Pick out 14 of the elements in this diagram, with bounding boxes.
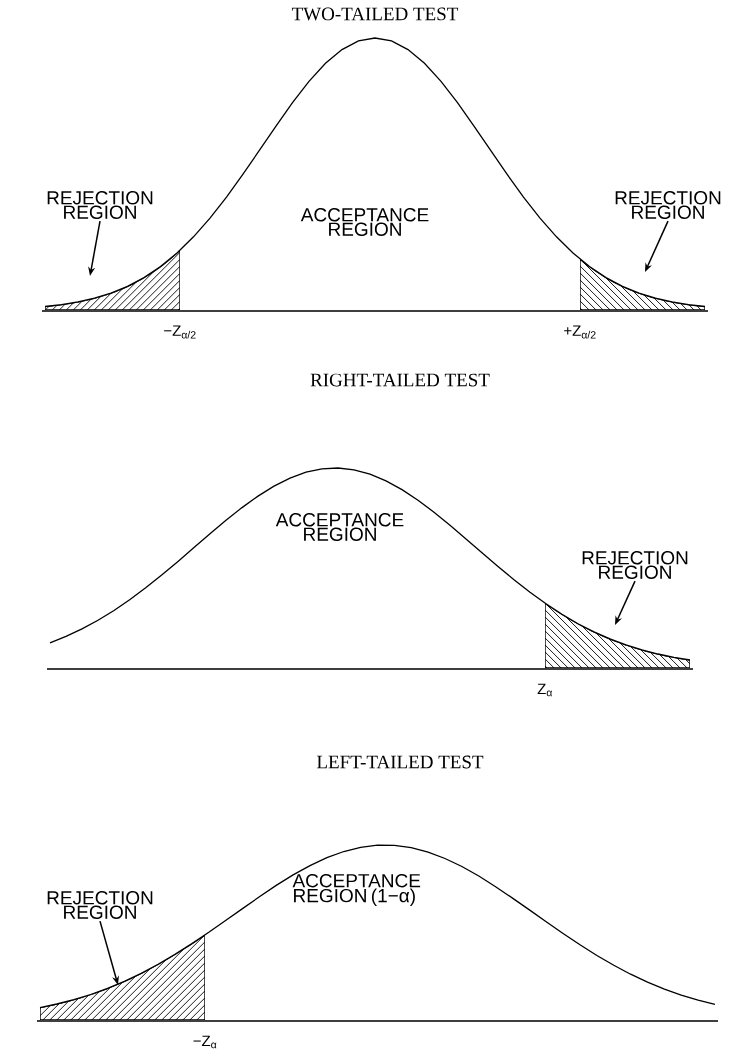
- region-label: ACCEPTANCE REGION (1−α): [292, 873, 421, 907]
- region-label: ACCEPTANCE REGION: [300, 208, 429, 236]
- shaded-region: [580, 259, 705, 310]
- chart-title: LEFT-TAILED TEST: [316, 755, 484, 769]
- region-label: REJECTION REGION: [615, 191, 721, 219]
- chart-title: TWO-TAILED TEST: [291, 7, 459, 21]
- region-label: ACCEPTANCE REGION: [275, 513, 404, 541]
- shaded-region: [45, 250, 180, 310]
- region-label: REJECTION REGION: [582, 551, 688, 579]
- shaded-region: [545, 603, 690, 668]
- chart-title: RIGHT-TAILED TEST: [310, 373, 490, 387]
- region-label: REJECTION REGION: [47, 891, 153, 919]
- region-label: REJECTION REGION: [47, 191, 153, 219]
- shaded-region: [40, 934, 205, 1020]
